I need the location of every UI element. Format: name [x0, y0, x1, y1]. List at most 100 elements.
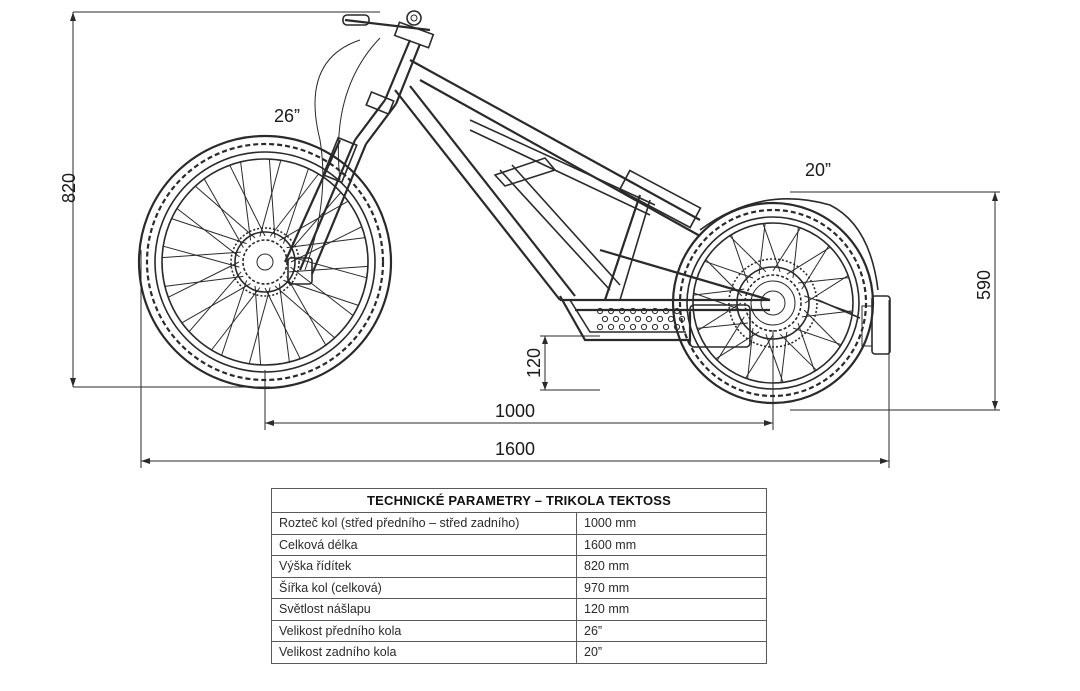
dim-label-1600: 1600 — [495, 439, 535, 459]
footboard-hole — [673, 323, 681, 331]
dim-label-590: 590 — [974, 270, 994, 300]
front-brake-disc — [230, 227, 313, 297]
spec-label: Výška řídítek — [271, 555, 577, 578]
spec-table-title: TECHNICKÉ PARAMETRY – TRIKOLA TEKTOSS — [271, 488, 767, 513]
spec-label: Šířka kol (celková) — [271, 576, 577, 599]
rear-wheel-size-label: 20” — [805, 160, 831, 180]
footboard-hole — [651, 323, 659, 331]
footboard-hole — [640, 323, 648, 331]
wheel-spoke — [221, 280, 248, 356]
dimension-rear-height: 590 — [790, 191, 1000, 411]
footboard-hole — [612, 315, 620, 323]
frame — [394, 59, 771, 312]
wheel-spoke — [264, 287, 301, 360]
dim-label-1000: 1000 — [495, 401, 535, 421]
wheel-spoke — [211, 287, 261, 351]
wheel-spoke — [729, 235, 767, 273]
footboard-hole — [662, 323, 670, 331]
spec-value: 820 mm — [576, 555, 767, 578]
wheel-spoke — [278, 283, 290, 363]
footboard-hole — [607, 307, 615, 315]
footboard-hole — [645, 315, 653, 323]
wheel-spoke — [290, 226, 363, 263]
wheel-spoke — [203, 178, 244, 248]
wheel-spoke — [188, 271, 242, 333]
spec-value: 1000 mm — [576, 512, 767, 535]
wheel-spoke — [697, 302, 742, 331]
wheel-spoke — [269, 173, 319, 237]
spec-table: TECHNICKÉ PARAMETRY – TRIKOLA TEKTOSS Ro… — [271, 488, 767, 664]
footboard-hole — [629, 307, 637, 315]
wheel-spoke — [286, 276, 327, 346]
spec-label: Rozteč kol (střed předního – střed zadní… — [271, 512, 577, 535]
spec-label: Velikost zadního kola — [271, 641, 577, 664]
wheel-spoke — [171, 218, 247, 245]
spec-value: 970 mm — [576, 576, 767, 599]
wheel-spoke — [279, 200, 349, 241]
dimension-wheelbase: 1000 — [264, 330, 774, 430]
table-row: Rozteč kol (střed předního – střed zadní… — [271, 512, 767, 535]
footboard-hole — [596, 323, 604, 331]
footboard-hole — [607, 323, 615, 331]
wheel-spoke — [181, 283, 251, 324]
dimension-overall-length: 1600 — [140, 250, 890, 468]
wheel-spoke — [704, 260, 754, 279]
footboard-hole — [618, 323, 626, 331]
wheel-spoke — [194, 185, 256, 239]
footboard-hole — [678, 315, 686, 323]
front-fork — [283, 39, 422, 275]
wheel-spoke — [290, 266, 354, 316]
wheel-spoke — [268, 159, 276, 239]
handlebar — [304, 10, 435, 271]
footboard-hole — [629, 323, 637, 331]
wheel-spoke — [254, 285, 262, 365]
footboard-hole — [623, 315, 631, 323]
spec-label: Světlost nášlapu — [271, 598, 577, 621]
dimension-height-total: 820 — [59, 11, 380, 388]
dim-label-120: 120 — [524, 348, 544, 378]
wheel-spoke — [167, 261, 240, 298]
wheel-spoke — [164, 275, 244, 287]
wheel-spoke — [716, 316, 745, 361]
wheel-spoke — [288, 191, 342, 253]
wheel-spoke — [229, 164, 266, 237]
front-wheel — [137, 134, 393, 390]
wheel-spoke — [762, 223, 781, 272]
rear-wheel-second — [699, 198, 891, 355]
footboard-hole — [618, 307, 626, 315]
footboard-hole — [640, 307, 648, 315]
wheel-spoke — [176, 208, 240, 258]
footboard-hole — [662, 307, 670, 315]
footboard-hole — [651, 307, 659, 315]
wheel-spoke — [792, 227, 799, 279]
wheel-spoke — [765, 334, 784, 383]
wheel-spoke — [163, 245, 240, 268]
trike-technical-drawing: 820 590 120 1000 1600 26” 20” — [59, 10, 1000, 468]
spec-value: 26” — [576, 619, 767, 642]
table-row: Šířka kol (celková)970 mm — [271, 576, 767, 599]
spec-value: 1600 mm — [576, 533, 767, 556]
spec-value: 20” — [576, 641, 767, 664]
wheel-spoke — [162, 251, 242, 259]
wheel-spoke — [259, 160, 282, 237]
spec-label: Velikost předního kola — [271, 619, 577, 642]
wheel-spoke — [288, 265, 368, 273]
wheel-spoke — [274, 285, 336, 339]
wheel-spoke — [248, 287, 271, 364]
front-wheel-size-label: 26” — [274, 106, 300, 126]
spec-value: 120 mm — [576, 598, 767, 621]
footboard-hole — [656, 315, 664, 323]
wheel-spoke — [801, 245, 830, 290]
footboard-hole — [596, 307, 604, 315]
wheel-spoke — [747, 327, 754, 379]
wheel-spoke — [792, 327, 842, 346]
wheel-spoke — [282, 168, 309, 244]
dimension-ground-clearance: 120 — [524, 335, 600, 391]
footboard-hole — [634, 315, 642, 323]
footboard-hole — [673, 307, 681, 315]
